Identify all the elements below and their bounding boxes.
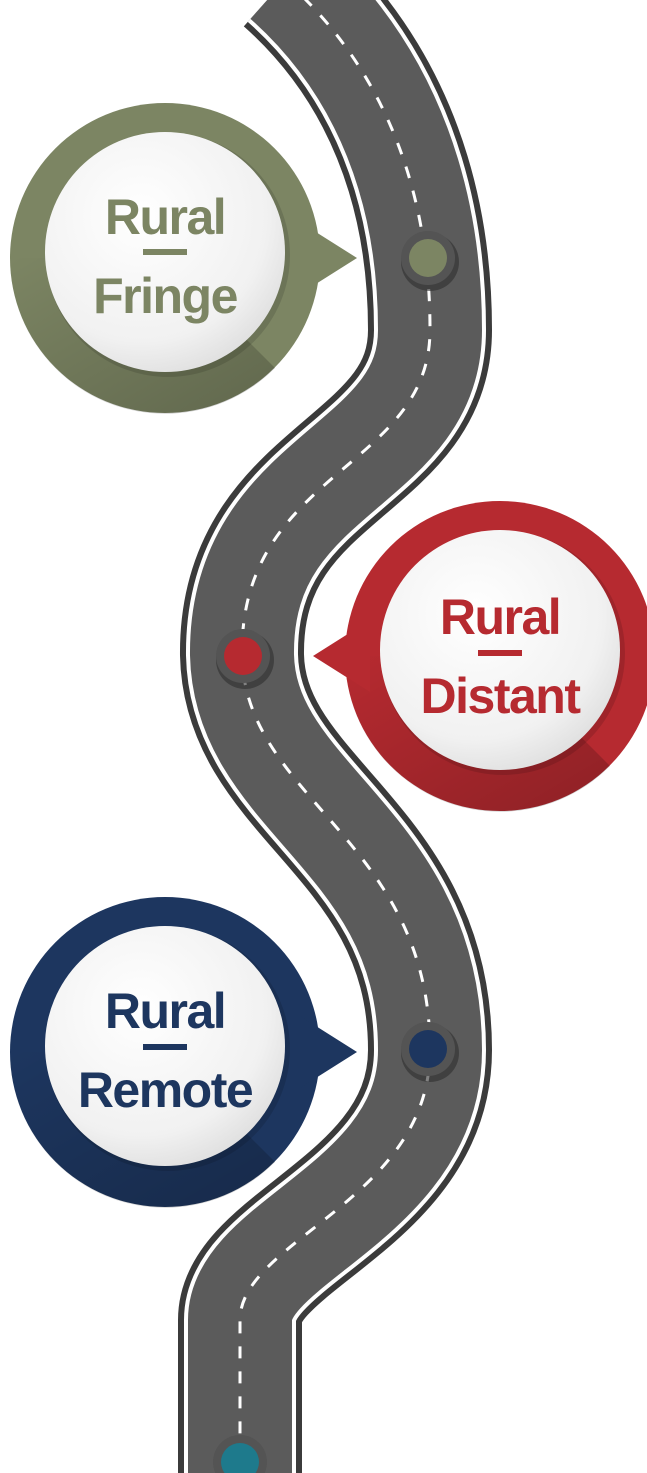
stage-bubble-remote: Rural Remote: [9, 897, 357, 1208]
stage-distant-line2: Distant: [421, 668, 582, 724]
stage-remote-dash: [143, 1044, 187, 1050]
road-marker-distant: [216, 629, 274, 689]
road-marker-remote: [401, 1022, 459, 1082]
stage-bubble-fringe: Rural Fringe: [9, 103, 357, 414]
stage-remote-line2: Remote: [78, 1062, 253, 1118]
stage-distant-dash: [478, 650, 522, 656]
stage-bubble-distant: Rural Distant: [313, 501, 647, 812]
road-marker-fringe: [401, 231, 459, 291]
stage-fringe-line1: Rural: [105, 189, 225, 245]
stage-fringe-line2: Fringe: [93, 268, 237, 324]
stage-fringe-dash: [143, 249, 187, 255]
stage-distant-line1: Rural: [440, 589, 560, 645]
road-marker-bottom: [213, 1435, 267, 1473]
stage-remote-line1: Rural: [105, 983, 225, 1039]
